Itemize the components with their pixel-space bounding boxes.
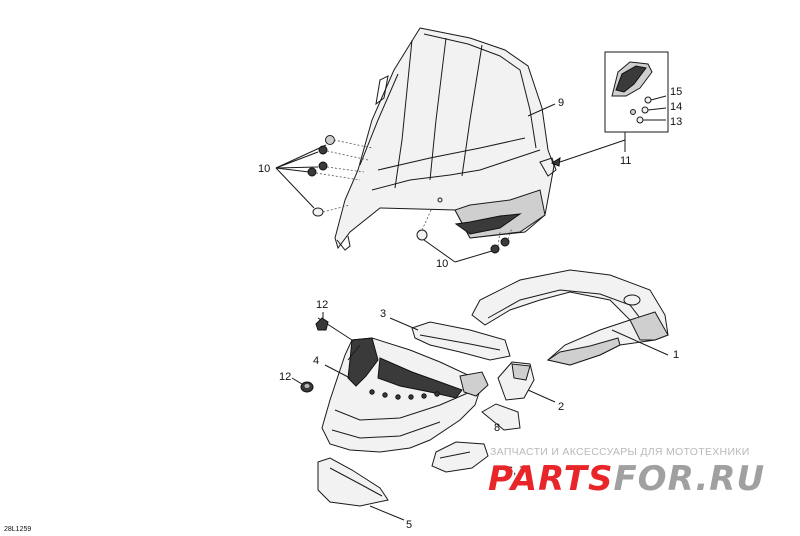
callout-11: 11 xyxy=(620,155,631,167)
callout-3: 3 xyxy=(380,308,386,320)
callout-8: 8 xyxy=(494,422,500,434)
part-2 xyxy=(497,361,556,403)
callout-14: 14 xyxy=(670,101,682,113)
reference-code: 28L1259 xyxy=(4,526,31,533)
part-8 xyxy=(481,403,521,431)
fasteners-12 xyxy=(291,312,329,393)
callout-1: 1 xyxy=(673,349,679,361)
fastener-group-lower xyxy=(416,207,513,254)
fastener-group-left xyxy=(307,135,373,217)
callout-2: 2 xyxy=(558,401,564,413)
inset-kit-11 xyxy=(550,51,669,167)
leader-10b-1 xyxy=(423,239,456,263)
leader-10a-5 xyxy=(275,167,315,209)
callout-12-left: 12 xyxy=(279,371,291,383)
hood-bezel-part-1 xyxy=(471,269,669,366)
callout-4: 4 xyxy=(313,355,319,367)
windshield-part xyxy=(334,27,557,251)
callout-10-left: 10 xyxy=(258,163,270,175)
leader-9 xyxy=(527,103,556,117)
callout-12-top: 12 xyxy=(316,299,328,311)
leader-10a-1 xyxy=(275,144,327,169)
watermark-tagline: ЗАПЧАСТИ И АКСЕССУАРЫ ДЛЯ МОТОТЕХНИКИ xyxy=(490,446,750,458)
part-5 xyxy=(317,457,405,521)
callout-9: 9 xyxy=(558,97,564,109)
part-6-7 xyxy=(431,441,489,473)
front-nose-part-4 xyxy=(317,317,489,453)
watermark-brand-part2: FOR.RU xyxy=(613,459,765,499)
callout-13: 13 xyxy=(670,116,682,128)
watermark-brand-part1: PARTS xyxy=(488,459,613,499)
leader-10a-4 xyxy=(275,167,310,173)
vent-part-3 xyxy=(389,317,511,361)
leader-10a-2 xyxy=(275,151,319,169)
callout-10-lower: 10 xyxy=(436,258,448,270)
leader-10a-3 xyxy=(275,166,319,169)
leader-10b-2 xyxy=(454,250,493,263)
watermark: ЗАПЧАСТИ И АКСЕССУАРЫ ДЛЯ МОТОТЕХНИКИ PA… xyxy=(488,446,765,499)
callout-6-7: 6, 7 xyxy=(507,465,525,477)
watermark-brand: PARTSFOR.RU xyxy=(488,459,765,499)
callout-5: 5 xyxy=(406,519,412,531)
callout-15: 15 xyxy=(670,86,682,98)
